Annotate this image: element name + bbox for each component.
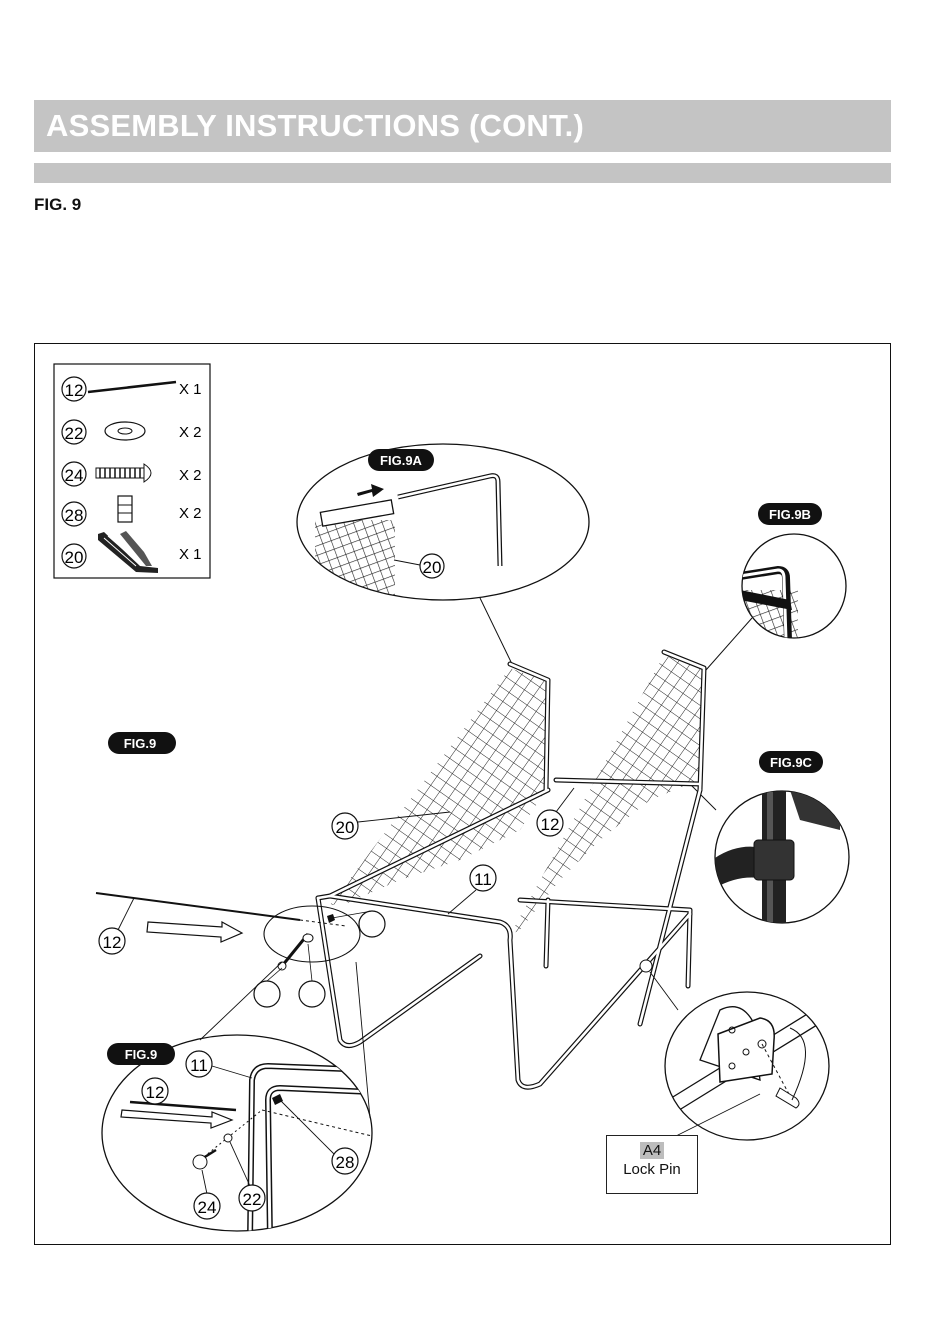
rod-12 [96,893,300,920]
leader-line [706,618,752,670]
detail-fig9-hardware [102,1035,372,1240]
blank-callout [299,981,325,1007]
callout-20-top: 20 [423,558,442,577]
detail-9c [712,780,849,930]
part-number: 12 [65,381,84,400]
part-qty: X 2 [179,467,202,484]
svg-text:11: 11 [190,1056,208,1075]
part-qty: X 1 [179,381,202,398]
part-number: 28 [65,506,84,525]
lock-pin-label: A4 Lock Pin [606,1135,698,1194]
svg-text:28: 28 [336,1153,355,1172]
nut-icon [118,496,132,522]
detail-9b [738,534,846,650]
lock-pin-point [640,960,652,972]
fig9-detail-badge-label: FIG.9 [125,1047,158,1062]
svg-text:12: 12 [541,815,560,834]
callout-12-detail: 12 [142,1078,168,1104]
part-number: 20 [65,548,84,567]
callout-12-left: 12 [99,898,134,954]
blank-callout [359,911,385,937]
part-qty: X 2 [179,505,202,522]
detail-9a [297,444,589,610]
fig9a-badge-label: FIG.9A [380,453,423,468]
callout-11-main: 11 [448,865,496,914]
part-number: 24 [65,466,84,485]
leader-line [650,972,678,1010]
lock-pin-code: A4 [640,1142,664,1159]
lock-pin-name: Lock Pin [607,1161,697,1178]
svg-text:22: 22 [243,1190,262,1209]
fig9c-badge-label: FIG.9C [770,755,813,770]
part-qty: X 2 [179,424,202,441]
fig9b-badge-label: FIG.9B [769,507,811,522]
fig9-main-badge-label: FIG.9 [124,736,157,751]
game-frame [96,652,704,1087]
arrow-right-icon [147,922,242,942]
part-number: 22 [65,424,84,443]
leader-line [480,598,512,664]
part-qty: X 1 [179,546,202,563]
svg-text:12: 12 [103,933,122,952]
detail-lock-pin [665,992,838,1140]
svg-text:12: 12 [146,1083,165,1102]
svg-text:11: 11 [474,870,492,889]
svg-text:20: 20 [336,818,355,837]
svg-text:24: 24 [198,1198,217,1217]
